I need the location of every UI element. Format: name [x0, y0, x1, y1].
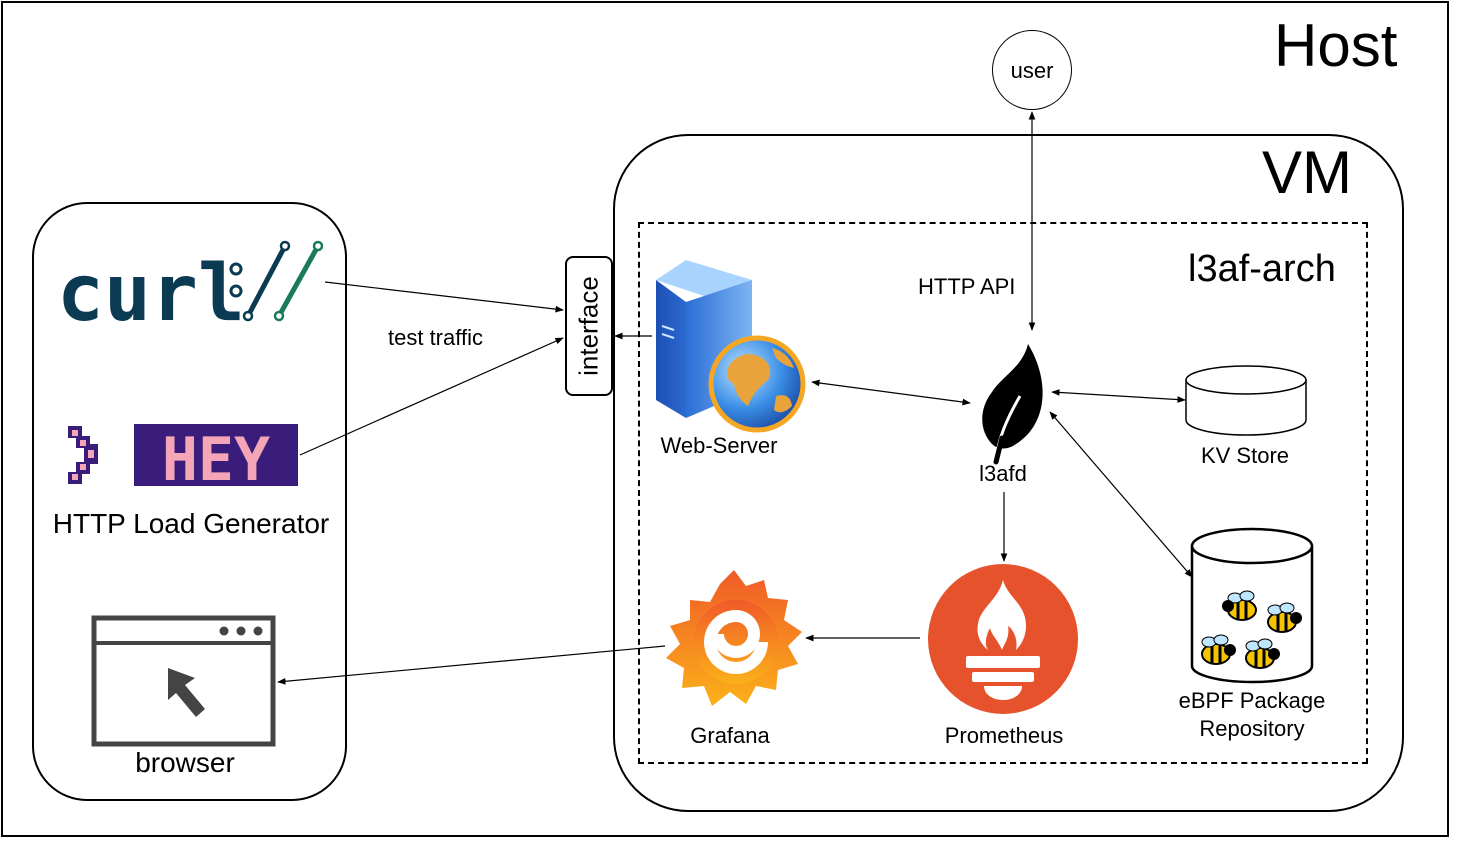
bee-icon: [1222, 590, 1257, 621]
ebpf-repository-icon: [1190, 526, 1314, 684]
l3af-arch-title: l3af-arch: [1188, 248, 1336, 290]
curl-to-interface-arrow: [324, 281, 564, 313]
user-label: user: [1010, 58, 1054, 83]
grafana-label: Grafana: [690, 723, 770, 748]
vm-box: [613, 134, 1404, 812]
ebpf-repo-label-line1: eBPF Package: [1178, 688, 1326, 713]
interface-box: [565, 256, 613, 396]
bee-icon: [1267, 602, 1302, 633]
l3afd-kvstore-arrow: [1051, 389, 1186, 403]
interface-label: interface: [573, 276, 604, 376]
hey-to-interface-arrow: [299, 337, 564, 456]
webserver-l3afd-arrow: [811, 379, 971, 406]
hey-logo: HEY: [66, 422, 301, 495]
user-node: [992, 30, 1072, 110]
leaf-icon: [968, 340, 1050, 465]
hey-wordmark: HEY: [162, 425, 270, 495]
l3afd-repo-arrow: [1049, 411, 1193, 578]
curl-logo: curl: [55, 240, 330, 339]
curl-wordmark: curl: [57, 249, 245, 339]
l3afd-label: l3afd: [979, 461, 1027, 486]
kv-store-label: KV Store: [1200, 443, 1290, 468]
web-server-label: Web-Server: [660, 433, 778, 458]
bee-icon: [1201, 634, 1236, 665]
browser-window-icon: [91, 615, 276, 747]
ebpf-repo-label-line2: Repository: [1199, 716, 1305, 741]
web-server-icon: [652, 240, 807, 433]
test-traffic-label: test traffic: [388, 325, 483, 350]
bee-icon: [1245, 638, 1280, 669]
browser-label: browser: [135, 747, 235, 778]
client-box: [32, 202, 347, 801]
http-load-generator-label: HTTP Load Generator: [52, 508, 330, 539]
prometheus-logo: [928, 564, 1078, 714]
vm-title: VM: [1262, 139, 1352, 206]
host-title: Host: [1274, 12, 1398, 79]
grafana-logo: [664, 566, 806, 712]
l3af-arch-box: [638, 222, 1368, 764]
prometheus-label: Prometheus: [944, 723, 1064, 748]
grafana-browser-arrow: [277, 645, 666, 685]
database-icon: [1184, 364, 1308, 438]
http-api-label: HTTP API: [918, 274, 1016, 299]
